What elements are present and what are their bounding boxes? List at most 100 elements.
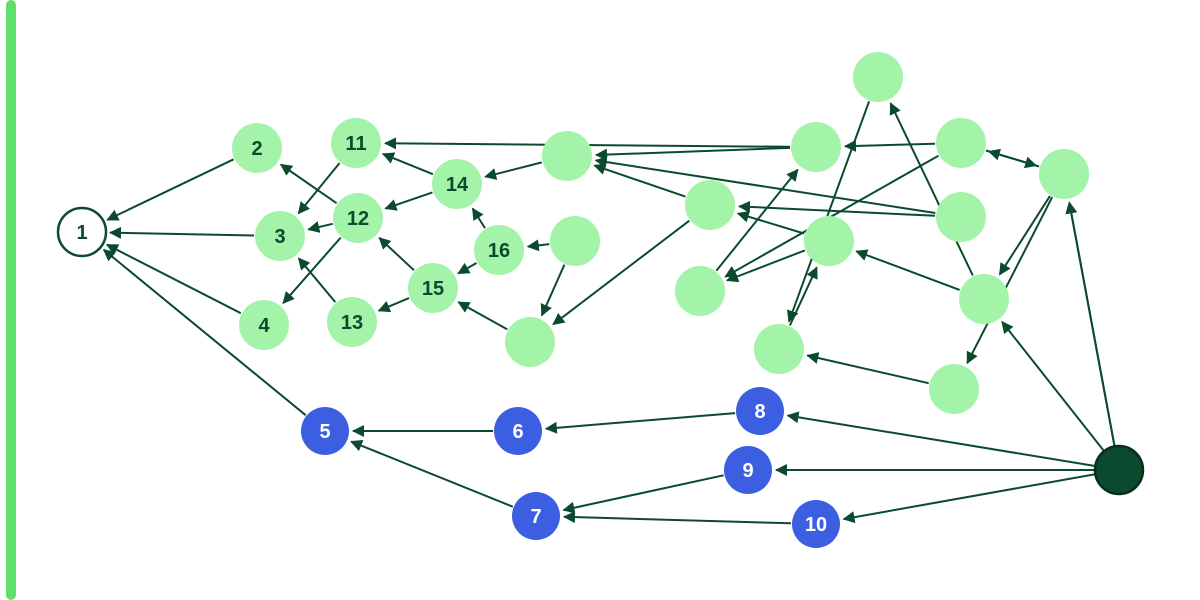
node-label: 8 [754,401,765,423]
node-circle [724,446,772,494]
graph-node-5: 5 [301,407,349,455]
edge-src-to-n [1001,321,1105,452]
graph-node-14: 14 [432,159,482,209]
edge-n13-to-n3 [297,257,337,303]
graph-node-9: 9 [724,446,772,494]
edge-m-to-a [594,156,936,214]
graph-node-a [542,131,592,181]
edge-n14-to-n11 [381,152,434,176]
node-label: 14 [446,174,469,196]
edge-b-to-c [540,264,566,317]
node-label: 2 [251,138,262,160]
graph-node-11: 11 [331,118,381,168]
edge-n10-to-n7 [563,511,792,525]
node-circle [255,211,305,261]
graph-node-m [936,192,986,242]
edge-j-to-d [844,139,936,152]
node-circle [474,225,524,275]
accent-bar [6,0,16,600]
edge-d-to-a [595,146,791,161]
edge-n-to-g [855,249,960,291]
node-circle [685,180,735,230]
node-label: 1 [76,222,87,244]
node-circle [959,274,1009,324]
graph-node-n [959,274,1009,324]
graph-node-10: 10 [792,500,840,548]
node-circle [408,263,458,313]
edge-k-to-i [966,196,1054,365]
edge-src-to-o [1065,201,1116,446]
node-circle [791,122,841,172]
graph-node-13: 13 [327,297,377,347]
edge-n15-to-n13 [377,297,410,313]
edge-n5-to-n1 [102,248,307,416]
node-circle [853,52,903,102]
graph-node-6: 6 [494,407,542,455]
edge-g-to-f [726,249,806,283]
graph-node-8: 8 [736,387,784,435]
edge-b-to-n16 [526,239,550,252]
node-circle [239,300,289,350]
edge-n7-to-n5 [350,440,514,508]
edge-n-to-l [889,102,974,276]
edge-n12-to-n4 [282,236,342,304]
node-circle [333,193,383,243]
edge-n15-to-n12 [378,237,415,272]
edge-n9-to-n7 [562,474,724,514]
node-label: 9 [742,460,753,482]
edge-n12-to-n3 [307,221,333,233]
graph-node-c [505,317,555,367]
graph-node-b [550,216,600,266]
edge-n16-to-n14 [471,207,486,229]
node-circle [232,123,282,173]
edge-g-to-e [736,210,805,235]
node-circle [804,216,854,266]
edge-n8-to-n6 [544,412,736,434]
edge-i-to-h [806,352,929,385]
graph-node-4: 4 [239,300,289,350]
graph-node-src [1093,444,1145,496]
node-circle [542,131,592,181]
node-label: 16 [488,240,510,262]
edge-m-to-e [738,200,936,217]
node-circle [327,297,377,347]
edge-a-to-n14 [484,161,543,180]
node-circle [550,216,600,266]
node-circle [301,407,349,455]
edge-e-to-c [552,219,690,326]
node-label: 6 [512,421,523,443]
node-circle [736,387,784,435]
node-circle [1039,149,1089,199]
graph-node-f [675,266,725,316]
node-circle [675,266,725,316]
edge-n12-to-n2 [279,163,338,205]
graph-node-12: 12 [333,193,383,243]
graph-node-l [853,52,903,102]
node-circle [936,192,986,242]
graph-node-g [804,216,854,266]
node-label: 5 [319,421,330,443]
graph-node-d [791,122,841,172]
node-label: 3 [274,226,285,248]
graph-node-o [1039,149,1089,199]
node-circle [792,500,840,548]
graph-node-h [754,324,804,374]
node-circle [512,492,560,540]
graph-node-15: 15 [408,263,458,313]
node-circle [929,364,979,414]
edge-h-to-g [788,266,818,326]
edge-k-to-n [998,195,1051,276]
node-circle [1093,444,1145,496]
edge-c-to-n15 [457,301,508,331]
graph-node-i [929,364,979,414]
node-circle [432,159,482,209]
node-label: 10 [805,514,827,536]
edge-j-to-o [985,149,1038,169]
node-circle [331,118,381,168]
node-circle [754,324,804,374]
edge-n3-to-n1 [109,226,255,239]
node-label: 7 [530,506,541,528]
node-circle [56,206,108,258]
